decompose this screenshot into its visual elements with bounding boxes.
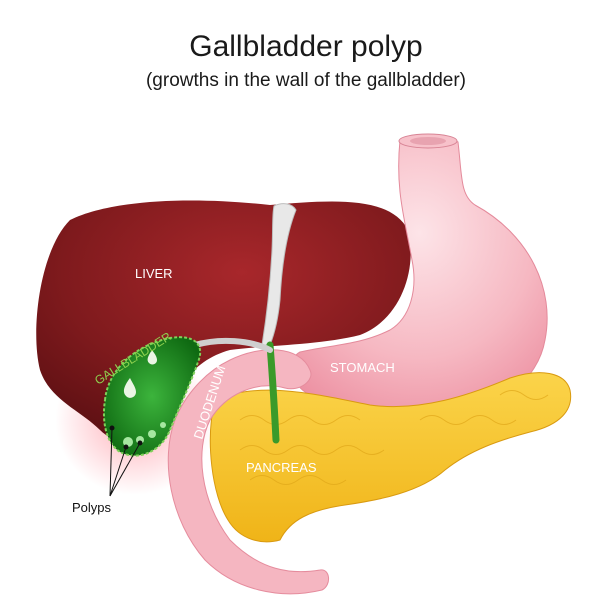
duodenum-shape bbox=[167, 349, 329, 595]
label-stomach: STOMACH bbox=[330, 360, 395, 375]
label-pancreas: PANCREAS bbox=[246, 460, 317, 475]
label-polyps: Polyps bbox=[72, 500, 112, 515]
diagram-title: Gallbladder polyp bbox=[189, 30, 423, 63]
cystic-duct bbox=[192, 337, 273, 353]
pancreas-texture bbox=[239, 390, 549, 485]
gallbladder-shape bbox=[102, 336, 202, 457]
bile-drop bbox=[147, 350, 157, 365]
label-liver: LIVER bbox=[135, 266, 173, 281]
bile-drop bbox=[123, 378, 136, 398]
falciform-ligament bbox=[261, 203, 297, 346]
diagram-subtitle: (growths in the wall of the gallbladder) bbox=[145, 70, 466, 91]
polyp bbox=[160, 422, 166, 428]
esophagus-lumen bbox=[410, 137, 446, 145]
polyp bbox=[123, 437, 133, 447]
pancreas-shape bbox=[209, 372, 572, 543]
polyps-pointer-lines bbox=[109, 425, 143, 497]
polyp bbox=[148, 430, 156, 438]
